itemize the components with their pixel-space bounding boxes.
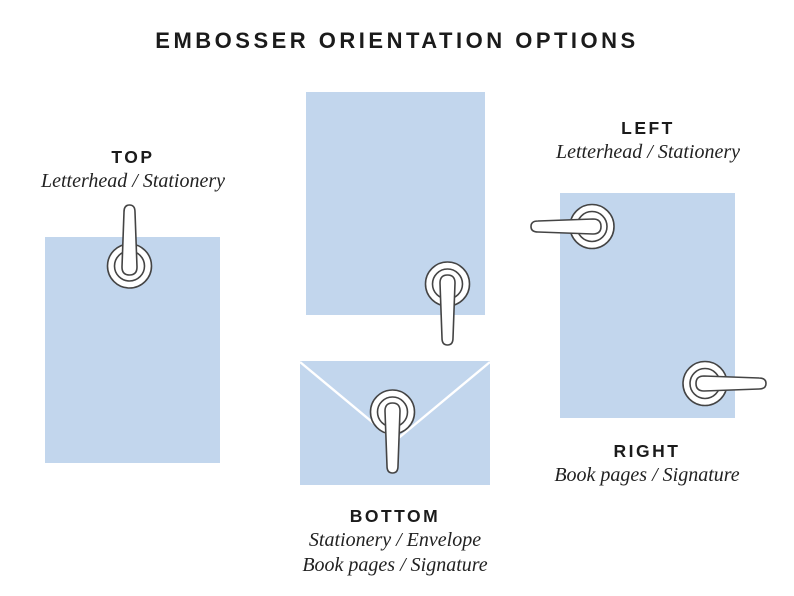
top-option-label: TOP [111, 147, 155, 167]
top-option-label-group: TOP Letterhead / Stationery [23, 147, 243, 194]
embosser-right-icon [676, 336, 771, 431]
left-option-sublabel: Letterhead / Stationery [555, 141, 741, 163]
embosser-bottom-icon [400, 255, 495, 350]
embosser-envelope-icon [345, 383, 440, 478]
left-option-label: LEFT [621, 118, 675, 138]
embosser-top-icon [82, 200, 177, 295]
bottom-option-label-group: BOTTOM Stationery / Envelope Book pages … [285, 506, 505, 578]
embosser-left-icon [526, 179, 621, 274]
bottom-option-label: BOTTOM [349, 506, 441, 526]
right-option-label: RIGHT [613, 441, 681, 461]
top-option-sublabel: Letterhead / Stationery [40, 170, 226, 192]
bottom-option-sublabel-1: Stationery / Envelope [308, 529, 482, 551]
page-title: EMBOSSER ORIENTATION OPTIONS [155, 28, 639, 53]
left-option-label-group: LEFT Letterhead / Stationery [522, 118, 774, 165]
right-option-label-group: RIGHT Book pages / Signature [521, 441, 773, 488]
bottom-option-sublabel-2: Book pages / Signature [302, 554, 488, 576]
right-option-sublabel: Book pages / Signature [554, 464, 740, 486]
